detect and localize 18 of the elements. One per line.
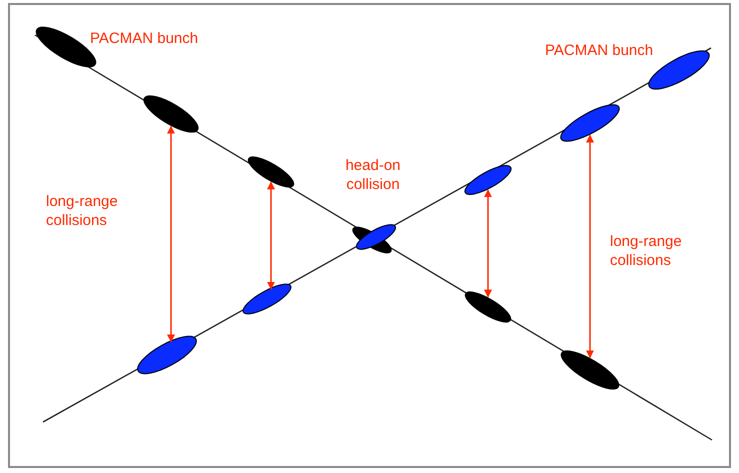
particle-bunch — [242, 284, 292, 314]
annotation-text: long-range collisions — [46, 192, 119, 230]
particle-bunch — [143, 95, 199, 133]
annotation-text: head-on collision — [344, 156, 402, 194]
particle-bunch — [464, 291, 512, 323]
particle-bunch — [248, 156, 294, 188]
particle-bunch — [137, 336, 197, 374]
particle-bunch — [560, 104, 620, 142]
double-arrow — [586, 134, 594, 358]
particle-bunch — [560, 350, 620, 390]
particle-bunch — [356, 224, 396, 250]
annotation-text: PACMAN bunch — [545, 41, 654, 60]
double-arrow — [167, 126, 175, 342]
double-arrow — [267, 181, 275, 290]
annotation-text: long-range collisions — [610, 232, 683, 270]
double-arrow — [484, 189, 492, 298]
annotation-text: PACMAN bunch — [90, 29, 198, 48]
particle-bunch — [464, 165, 512, 195]
